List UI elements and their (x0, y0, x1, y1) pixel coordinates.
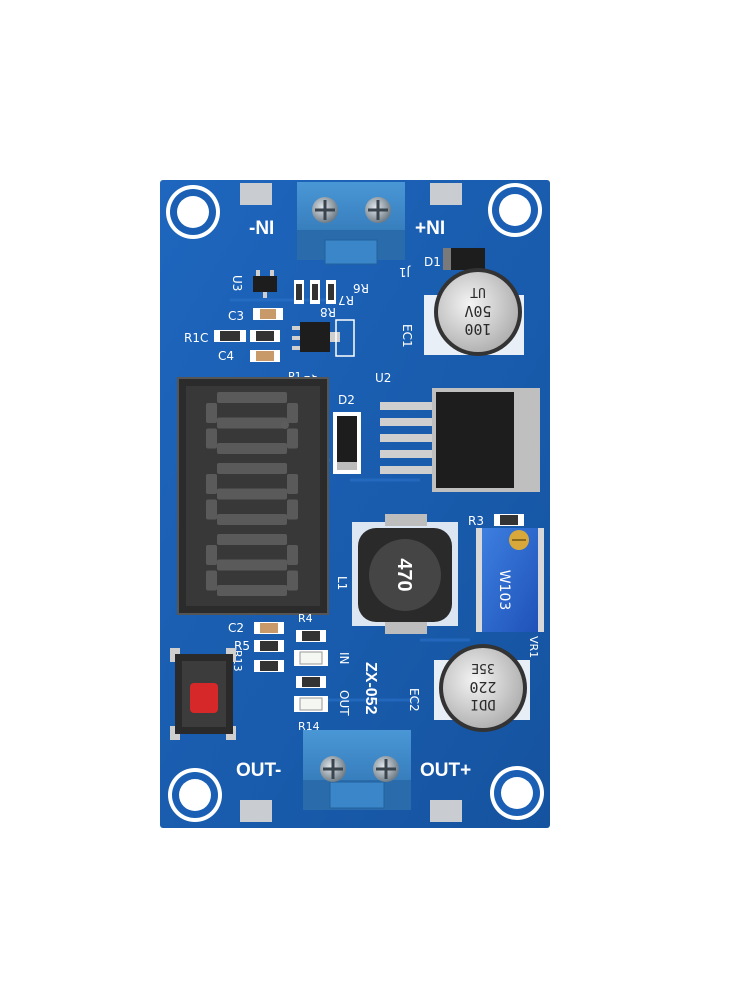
ic-u3 (253, 270, 277, 298)
ec1-marking-value: 100 (464, 320, 491, 338)
digit-3-segment-1 (217, 534, 287, 545)
led-in (294, 650, 328, 666)
capacitor-ec2: DDI 220 35E (434, 644, 530, 732)
regulator-u2 (380, 388, 540, 492)
trimmer-marking: W103 (496, 570, 512, 611)
digit-3-segment-5 (287, 545, 298, 565)
mounting-hole-bottom-right (490, 766, 544, 820)
digit-2-segment-3 (217, 514, 287, 525)
led-out (294, 696, 328, 712)
ref-d2: D2 (338, 393, 355, 407)
ec1-marking-series: UT (470, 284, 486, 299)
ref-c2: C2 (228, 621, 244, 635)
inductor-l1: 470 (352, 514, 458, 634)
digit-3-segment-2 (217, 559, 287, 571)
ref-j1: J1 (399, 265, 411, 279)
ref-c4: C4 (218, 349, 234, 363)
ec1-marking-voltage: 50V (464, 302, 491, 320)
resistor-network-lower (254, 630, 326, 688)
ref-r1c: R1C (184, 331, 208, 345)
ec2-marking-voltage: 35E (471, 660, 494, 675)
transistor-q2 (292, 319, 355, 357)
display-digits (206, 392, 298, 596)
input-terminal-block (297, 182, 405, 265)
input-neg-label: -NI (249, 218, 274, 239)
ec2-marking-value: 220 (469, 678, 496, 696)
digit-3-segment-4 (206, 545, 217, 565)
button-cap[interactable] (190, 683, 218, 713)
corner-pads (240, 183, 462, 822)
ref-vr1: VR1 (527, 636, 540, 658)
digit-2-segment-1 (217, 463, 287, 474)
ref-r14: R14 (298, 720, 320, 733)
ec2-marking-brand: DDI (470, 696, 495, 712)
ref-u3: U3 (230, 275, 244, 291)
trimmer-potentiometer-vr1[interactable]: W103 (476, 528, 544, 632)
display-decimal-dot (281, 421, 289, 429)
output-neg-label: OUT- (236, 760, 281, 781)
ref-l1: L1 (335, 576, 349, 590)
digit-2-segment-5 (287, 474, 298, 494)
ref-ec1: EC1 (400, 324, 414, 348)
digit-2-segment-2 (217, 488, 287, 500)
digit-3-segment-6 (206, 570, 217, 591)
in-led-label: IN (337, 652, 351, 665)
inductor-marking: 470 (393, 558, 415, 591)
mounting-hole-top-left (166, 185, 220, 239)
ref-ec2: EC2 (407, 688, 421, 712)
capacitor-c4 (250, 350, 280, 362)
tactile-button[interactable] (170, 648, 236, 740)
digit-1-segment-3 (217, 443, 287, 454)
digit-1-segment-2 (217, 417, 287, 429)
seven-segment-display (177, 377, 329, 615)
ref-d1: D1 (424, 255, 441, 269)
ref-c3: C3 (228, 309, 244, 323)
ref-r5: R5 (234, 639, 250, 653)
digit-2-segment-6 (206, 499, 217, 520)
digit-1-segment-1 (217, 392, 287, 403)
board-model: ZX-052 (362, 662, 379, 715)
output-terminal-block (303, 730, 411, 810)
digit-2-segment-4 (206, 474, 217, 494)
digit-3-segment-7 (287, 570, 298, 591)
diode-d2 (333, 412, 361, 474)
resistor-r3 (494, 514, 524, 526)
input-pos-label: +NI (415, 218, 445, 239)
ref-r3: R3 (468, 514, 484, 528)
mounting-hole-bottom-left (168, 768, 222, 822)
output-pos-label: OUT+ (420, 760, 471, 781)
diode-d1 (443, 248, 485, 270)
digit-1-segment-6 (206, 428, 217, 449)
digit-2-segment-7 (287, 499, 298, 520)
digit-1-segment-7 (287, 428, 298, 449)
resistor-r1 (214, 330, 280, 342)
out-led-label: OUT (337, 690, 351, 716)
capacitor-c2 (254, 622, 284, 634)
resistor-array-r6-r8 (294, 280, 336, 304)
digit-1-segment-5 (287, 403, 298, 423)
ref-r8: R8 (320, 305, 336, 319)
digit-3-segment-3 (217, 585, 287, 596)
ref-r4: R4 (298, 612, 313, 625)
ref-r6: R6 (353, 281, 369, 295)
digit-1-segment-4 (206, 403, 217, 423)
mounting-hole-top-right (488, 183, 542, 237)
capacitor-c3 (253, 308, 283, 320)
ref-r7: R7 (338, 293, 354, 307)
ref-u2: U2 (375, 371, 391, 385)
capacitor-ec1: 100 50V UT (424, 268, 524, 356)
